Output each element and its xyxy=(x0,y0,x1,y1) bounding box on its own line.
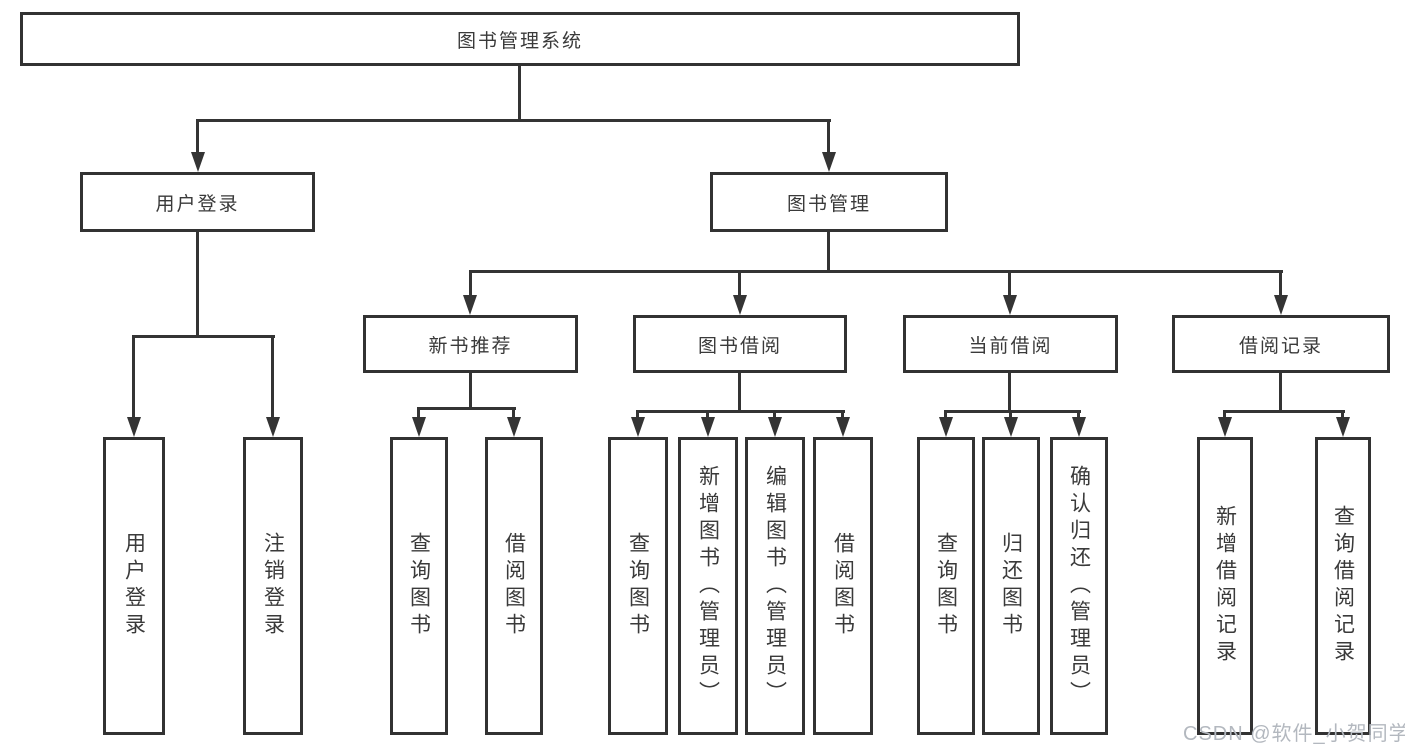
leaf-confirm-return-admin: 确认归还（管理员） xyxy=(1050,437,1108,735)
connector xyxy=(196,232,199,337)
leaf-borrow-books-borrowing: 借阅图书 xyxy=(813,437,873,735)
leaf-label: 编辑图书（管理员） xyxy=(763,464,787,708)
arrowhead-down-icon xyxy=(507,417,521,437)
arrowhead-down-icon xyxy=(1274,295,1288,315)
arrowhead-down-icon xyxy=(127,417,141,437)
leaf-label: 注销登录 xyxy=(261,532,285,640)
arrowhead-down-icon xyxy=(1072,417,1086,437)
leaf-label: 查询图书 xyxy=(407,532,431,640)
connector xyxy=(738,270,741,297)
node-book-management: 图书管理 xyxy=(710,172,948,232)
arrowhead-down-icon xyxy=(1218,417,1232,437)
node-current-borrowing: 当前借阅 xyxy=(903,315,1118,373)
node-root: 图书管理系统 xyxy=(20,12,1020,66)
connector xyxy=(773,410,776,419)
connector xyxy=(637,410,845,413)
connector xyxy=(1008,270,1011,297)
arrowhead-down-icon xyxy=(733,295,747,315)
arrowhead-down-icon xyxy=(939,417,953,437)
connector xyxy=(469,270,1283,273)
connector xyxy=(417,407,420,419)
csdn-watermark: CSDN @软件_小贺同学 xyxy=(1183,723,1405,745)
connector xyxy=(196,119,199,154)
connector xyxy=(706,410,709,419)
leaf-label: 查询图书 xyxy=(934,532,958,640)
connector xyxy=(469,270,472,297)
leaf-label: 新增图书（管理员） xyxy=(696,464,720,708)
connector xyxy=(1008,373,1011,412)
leaf-query-books-current: 查询图书 xyxy=(917,437,975,735)
connector xyxy=(1009,410,1012,419)
arrowhead-down-icon xyxy=(191,152,205,172)
connector xyxy=(1224,410,1345,413)
connector xyxy=(1077,410,1080,419)
connector xyxy=(945,410,1081,413)
arrowhead-down-icon xyxy=(701,417,715,437)
connector xyxy=(636,410,639,419)
connector xyxy=(1279,270,1282,297)
leaf-add-borrow-record: 新增借阅记录 xyxy=(1197,437,1253,735)
leaf-label: 确认归还（管理员） xyxy=(1067,464,1091,708)
connector xyxy=(512,407,515,419)
arrowhead-down-icon xyxy=(1004,417,1018,437)
leaf-label: 借阅图书 xyxy=(831,532,855,640)
connector xyxy=(418,407,516,410)
connector xyxy=(132,335,135,419)
node-borrow-records: 借阅记录 xyxy=(1172,315,1390,373)
arrowhead-down-icon xyxy=(631,417,645,437)
connector xyxy=(1223,410,1226,419)
leaf-label: 查询图书 xyxy=(626,532,650,640)
connector xyxy=(197,119,831,122)
arrowhead-down-icon xyxy=(1003,295,1017,315)
connector xyxy=(133,335,275,338)
node-user-login: 用户登录 xyxy=(80,172,315,232)
leaf-borrow-books-recommend: 借阅图书 xyxy=(485,437,543,735)
leaf-label: 新增借阅记录 xyxy=(1213,505,1237,667)
leaf-label: 用户登录 xyxy=(122,532,146,640)
arrowhead-down-icon xyxy=(463,295,477,315)
arrowhead-down-icon xyxy=(768,417,782,437)
leaf-label: 借阅图书 xyxy=(502,532,526,640)
connector xyxy=(518,66,521,121)
arrowhead-down-icon xyxy=(412,417,426,437)
leaf-logout: 注销登录 xyxy=(243,437,303,735)
connector xyxy=(469,373,472,409)
leaf-query-books-borrowing: 查询图书 xyxy=(608,437,668,735)
arrowhead-down-icon xyxy=(836,417,850,437)
leaf-add-books-admin: 新增图书（管理员） xyxy=(678,437,738,735)
connector xyxy=(1279,373,1282,412)
leaf-user-login: 用户登录 xyxy=(103,437,165,735)
arrowhead-down-icon xyxy=(1336,417,1350,437)
leaf-label: 查询借阅记录 xyxy=(1331,505,1355,667)
connector xyxy=(827,232,830,272)
leaf-query-borrow-record: 查询借阅记录 xyxy=(1315,437,1371,735)
node-new-book-recommend: 新书推荐 xyxy=(363,315,578,373)
leaf-edit-books-admin: 编辑图书（管理员） xyxy=(745,437,805,735)
arrowhead-down-icon xyxy=(266,417,280,437)
leaf-query-books-recommend: 查询图书 xyxy=(390,437,448,735)
arrowhead-down-icon xyxy=(822,152,836,172)
connector xyxy=(1341,410,1344,419)
connector xyxy=(944,410,947,419)
leaf-label: 归还图书 xyxy=(999,532,1023,640)
connector xyxy=(271,335,274,419)
connector xyxy=(738,373,741,412)
leaf-return-books: 归还图书 xyxy=(982,437,1040,735)
node-book-borrowing: 图书借阅 xyxy=(633,315,847,373)
connector xyxy=(827,119,830,154)
connector xyxy=(841,410,844,419)
